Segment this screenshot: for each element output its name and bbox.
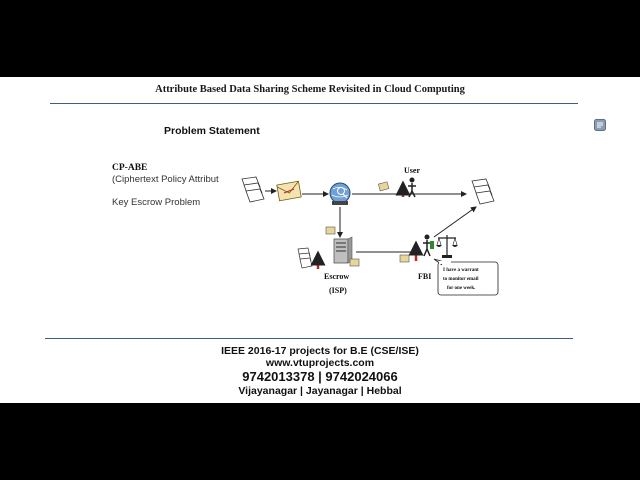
footer-locations: Vijayanagar | Jayanagar | Hebbal	[238, 385, 402, 397]
fbi-agent-icon	[408, 234, 434, 261]
isp-label: (ISP)	[329, 286, 347, 295]
escrow-server-icon	[333, 236, 353, 264]
ciphertext-policy-text: (Ciphertext Policy Attribut	[112, 174, 219, 185]
key-escrow-text: Key Escrow Problem	[112, 197, 201, 208]
footer-website: www.vtuprojects.com	[265, 357, 375, 369]
isp-globe-icon	[329, 182, 351, 205]
arrow-fbi-to-user-docs	[433, 206, 477, 238]
top-divider	[50, 103, 578, 104]
footer-phone-numbers: 9742013378 | 9742024066	[242, 369, 398, 384]
escrow-label: Escrow	[324, 272, 349, 281]
bottom-divider	[45, 338, 573, 339]
bubble-line-3: for one week.	[447, 286, 476, 291]
mail-icon-user	[377, 181, 390, 192]
mail-icon-escrow	[349, 258, 360, 267]
mail-icon-fbi	[399, 254, 410, 263]
user-documents-icon	[471, 178, 495, 205]
mail-icon-isp	[325, 226, 336, 235]
bubble-line-2: to monitor email	[443, 277, 479, 282]
slide: Attribute Based Data Sharing Scheme Revi…	[0, 77, 640, 403]
fbi-label: FBI	[418, 272, 431, 281]
cpabe-label: CP-ABE	[112, 163, 148, 173]
warrant-speech-bubble: I have a warrant to monitor email for on…	[433, 258, 499, 296]
footer-ieee-line: IEEE 2016-17 projects for B.E (CSE/ISE)	[221, 345, 419, 357]
envelope-icon	[276, 180, 302, 202]
user-label: User	[404, 166, 420, 175]
bubble-line-1: I have a warrant	[443, 268, 479, 273]
problem-statement-heading: Problem Statement	[164, 125, 260, 137]
scales-of-justice-icon	[436, 235, 458, 258]
slide-title: Attribute Based Data Sharing Scheme Revi…	[155, 84, 465, 95]
source-documents-icon	[241, 176, 265, 203]
slide-options-icon[interactable]	[594, 119, 606, 131]
user-icon	[395, 177, 416, 198]
escrow-diagram: User Escrow (ISP)	[241, 166, 499, 296]
escrow-documents-icon	[297, 247, 313, 269]
